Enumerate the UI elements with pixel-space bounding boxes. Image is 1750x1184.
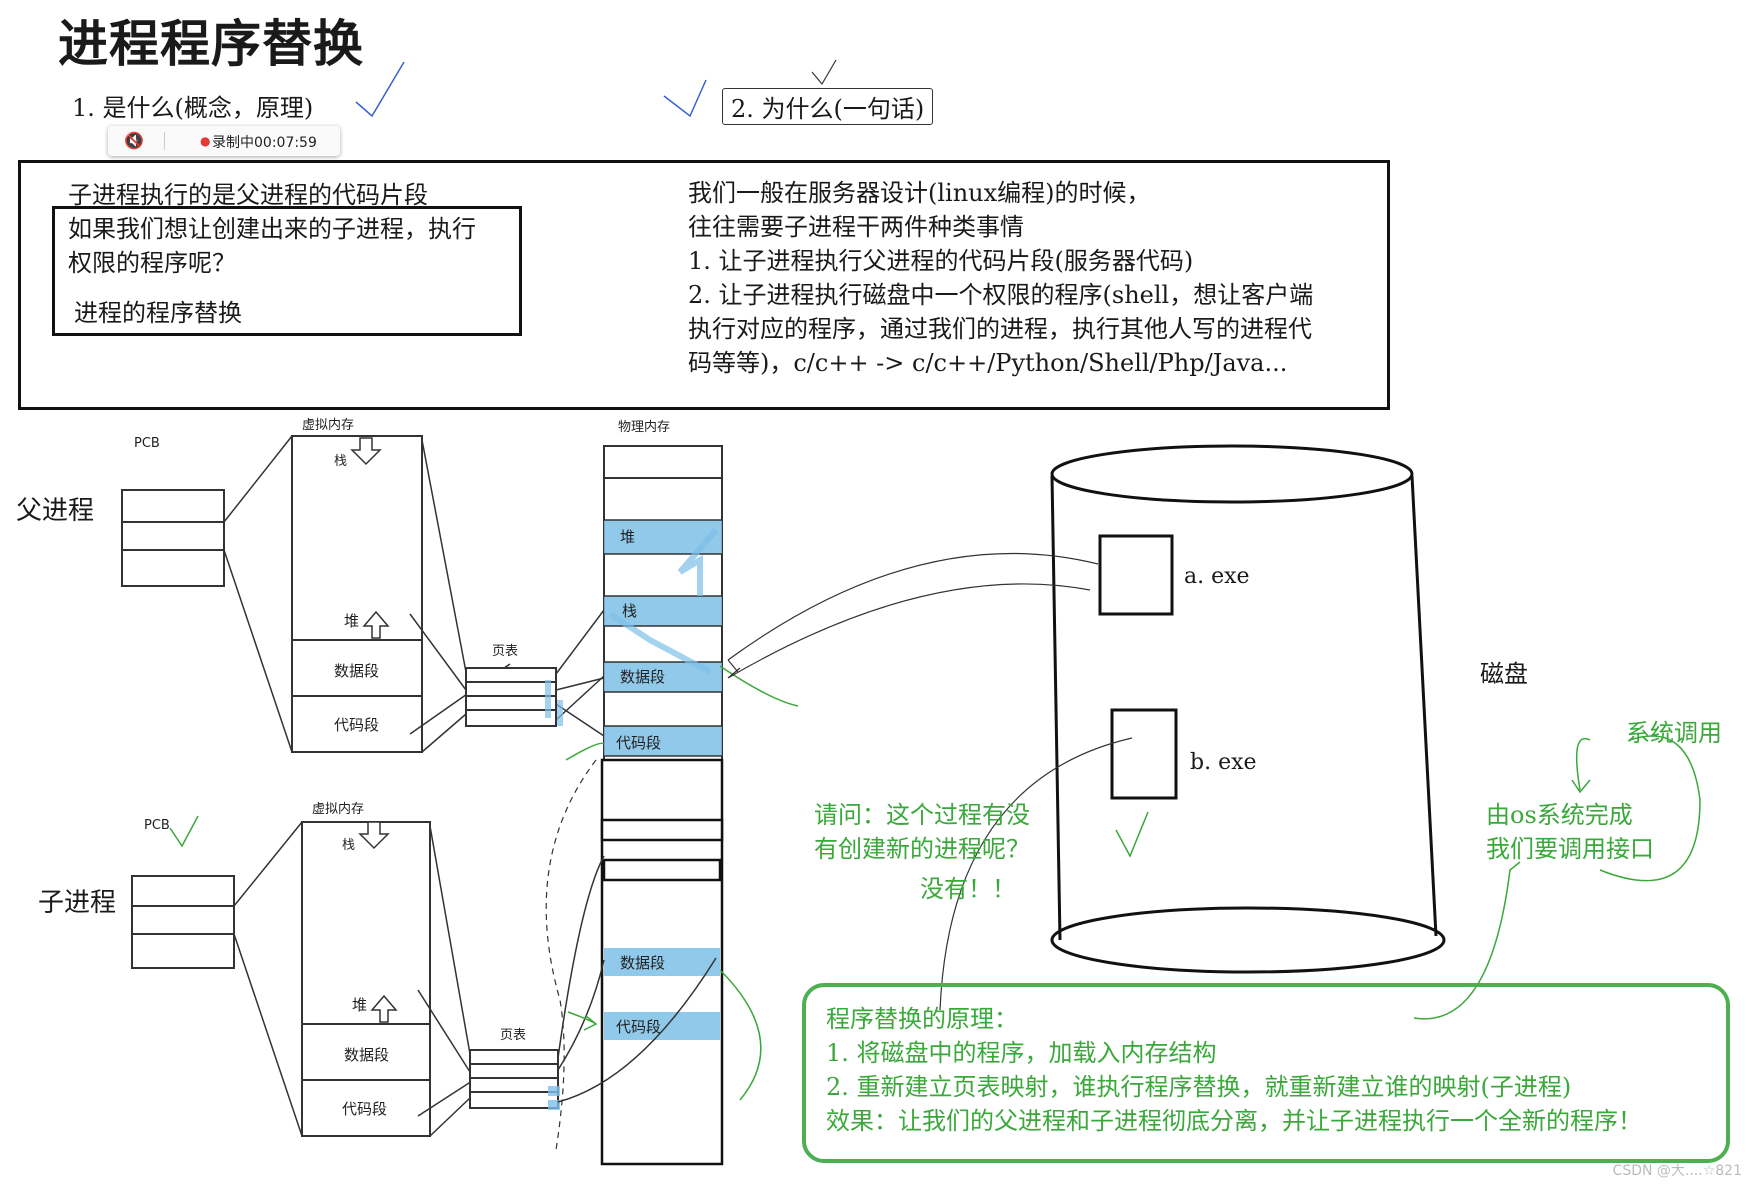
parent-pcb-label: PCB — [134, 436, 160, 451]
check-mark-3 — [811, 59, 837, 86]
question-what: 1. 是什么(概念，原理) — [72, 94, 314, 122]
left-line-3: 权限的程序呢？ — [68, 249, 236, 277]
child-vmem-label: 虚拟内存 — [312, 802, 365, 817]
child-process-label: 子进程 — [38, 888, 117, 918]
parent-page-table — [465, 667, 557, 727]
inner-question-box — [52, 206, 522, 336]
child-pcb — [131, 875, 235, 969]
right-line-5: 执行对应的程序，通过我们的进程，执行其他人写的进程代 — [688, 315, 1312, 343]
child-vmem — [301, 821, 431, 1137]
explanation-box — [18, 160, 1390, 410]
phys-code-block — [604, 726, 722, 756]
left-line-1: 子进程执行的是父进程的代码片段 — [68, 181, 428, 209]
phys-code2-label: 代码段 — [616, 1018, 662, 1036]
parent-vmem — [291, 435, 423, 753]
parent-heap-arrow — [362, 610, 390, 639]
file-a-label: a. exe — [1184, 564, 1250, 589]
principle-line-3: 2. 重新建立页表映射，谁执行程序替换，就重新建立谁的映射(子进程) — [826, 1073, 1572, 1101]
right-line-2: 往往需要子进程干两件种类事情 — [688, 213, 1024, 241]
parent-process-label: 父进程 — [16, 496, 95, 526]
left-line-2: 如果我们想让创建出来的子进程，执行 — [68, 215, 476, 243]
left-line-4: 进程的程序替换 — [74, 299, 242, 327]
question-why: 2. 为什么(一句话) — [722, 88, 934, 125]
disk-cylinder — [1050, 444, 1446, 974]
divider — [164, 132, 165, 150]
child-page-table — [469, 1049, 559, 1109]
parent-data-label: 数据段 — [334, 662, 380, 680]
parent-pcb — [121, 489, 225, 587]
phys-data2-block — [604, 948, 720, 976]
check-mark-1 — [355, 61, 405, 118]
child-data-label: 数据段 — [344, 1046, 390, 1064]
question-line-1: 请问：这个过程有没 — [814, 801, 1030, 829]
parent-pt-links — [555, 609, 605, 737]
child-heap-arrow — [370, 994, 398, 1023]
dashed-curve — [545, 759, 597, 1151]
recording-indicator[interactable]: 🔇 ● 录制中00:07:59 — [108, 126, 340, 156]
right-line-4: 2. 让子进程执行磁盘中一个权限的程序(shell，想让客户端 — [688, 281, 1314, 309]
answer-text: 没有！！ — [920, 875, 1016, 903]
right-line-6: 码等等)，c/c++ -> c/c++/Python/Shell/Php/Jav… — [688, 349, 1288, 377]
record-dot-icon: ● — [200, 134, 211, 148]
file-b-label: b. exe — [1190, 750, 1257, 775]
right-line-1: 我们一般在服务器设计(linux编程)的时候， — [688, 179, 1151, 207]
disk-to-memory-arrows — [727, 552, 1133, 1011]
phys-stack-label: 栈 — [622, 602, 638, 620]
principle-box — [802, 983, 1730, 1163]
child-heap-label: 堆 — [352, 996, 368, 1014]
child-pcb-label: PCB — [144, 818, 170, 833]
question-line-2: 有创建新的进程呢？ — [814, 835, 1030, 863]
child-stack-label: 栈 — [342, 838, 356, 853]
blue-scribbles — [545, 528, 719, 726]
right-line-3: 1. 让子进程执行父进程的代码片段(服务器代码) — [688, 247, 1194, 275]
principle-line-2: 1. 将磁盘中的程序，加载入内存结构 — [826, 1039, 1217, 1067]
parent-heap-label: 堆 — [344, 612, 360, 630]
child-page-table-label: 页表 — [500, 1028, 527, 1043]
parent-page-table-label: 页表 — [492, 644, 519, 659]
speaker-muted-icon[interactable]: 🔇 — [124, 131, 144, 150]
file-a-box — [1098, 534, 1174, 616]
phys-code-label: 代码段 — [616, 734, 662, 752]
check-mark-2 — [663, 79, 707, 118]
phys-heap-label: 堆 — [620, 528, 636, 546]
physical-memory-label: 物理内存 — [618, 420, 671, 435]
parent-code-label: 代码段 — [334, 716, 380, 734]
child-code-label: 代码段 — [342, 1100, 388, 1118]
principle-line-4: 效果：让我们的父进程和子进程彻底分离，并让子进程执行一个全新的程序！ — [826, 1107, 1642, 1135]
watermark: CSDN @大....☆821 — [1612, 1163, 1742, 1179]
child-pt-highlights — [548, 1086, 560, 1110]
syscall-label: 系统调用 — [1626, 719, 1722, 747]
recording-status: 录制中00:07:59 — [212, 135, 317, 151]
parent-stack-arrow — [350, 437, 382, 466]
phys-data2-label: 数据段 — [620, 954, 666, 972]
parent-stack-label: 栈 — [334, 454, 348, 469]
green-mapping-curves — [565, 665, 799, 1101]
os-line-1: 由os系统完成 — [1486, 801, 1633, 829]
page-title: 进程程序替换 — [58, 15, 364, 73]
phys-data-label: 数据段 — [620, 668, 666, 686]
os-line-2: 我们要调用接口 — [1486, 835, 1654, 863]
file-b-box — [1110, 708, 1178, 800]
disk-label: 磁盘 — [1480, 660, 1528, 688]
phys-code2-block — [604, 1012, 720, 1040]
syscall-curves — [1413, 735, 1701, 1020]
parent-vmem-label: 虚拟内存 — [302, 418, 355, 433]
green-checks — [169, 811, 1149, 858]
child-stack-arrow — [358, 821, 390, 850]
principle-line-1: 程序替换的原理： — [826, 1005, 1018, 1033]
